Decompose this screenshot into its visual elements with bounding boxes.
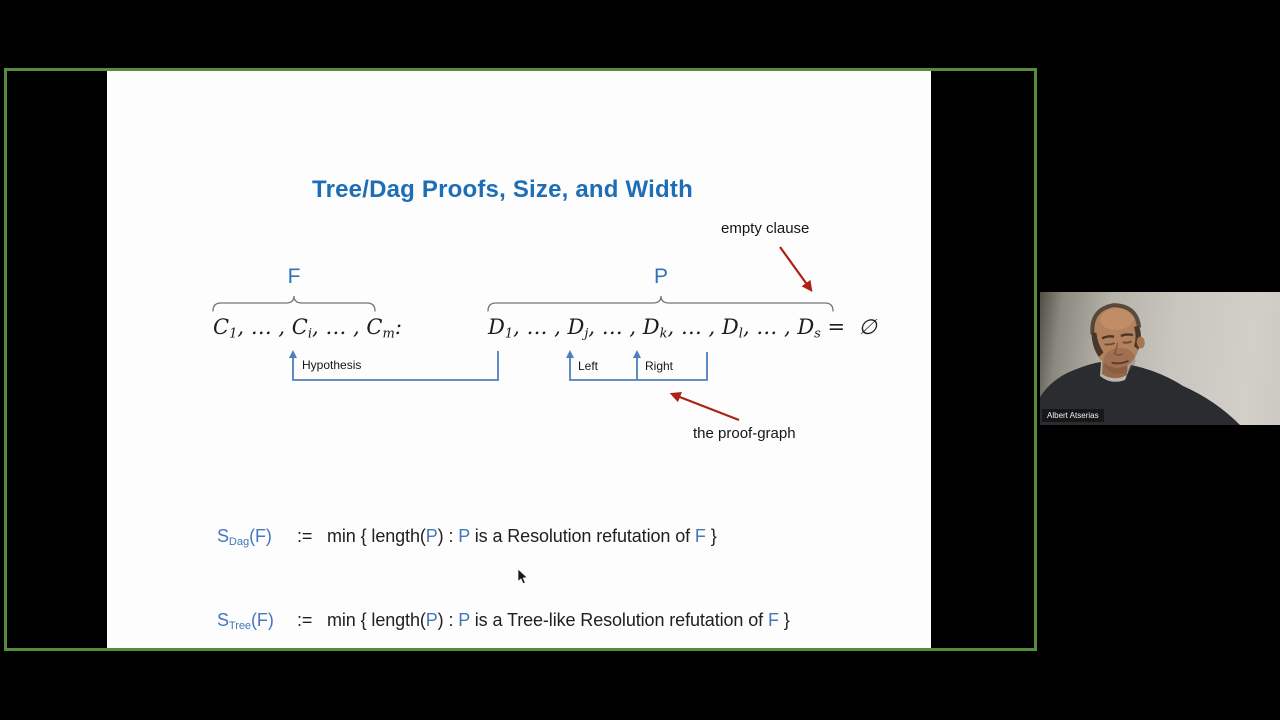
formula-f-label: F xyxy=(287,265,301,288)
presenter-silhouette xyxy=(1040,303,1240,425)
clauses-formula: C1, … , Ci, … , Cm: xyxy=(213,315,402,342)
formula-p-label: P xyxy=(653,265,668,288)
presenter-head xyxy=(1090,303,1145,374)
proof-graph-label: the proof-graph xyxy=(693,425,796,442)
definition-term: SDag(F) xyxy=(217,526,272,549)
presenter-hair xyxy=(1090,303,1142,335)
p-overbrace xyxy=(487,295,834,312)
definition-body: min { length(P) : P is a Tree-like Resol… xyxy=(327,610,790,631)
definition-row-sdag: SDag(F) := min { length(P) : P is a Reso… xyxy=(217,523,814,555)
slide-title: Tree/Dag Proofs, Size, and Width xyxy=(312,176,693,203)
assign-operator: := xyxy=(297,526,313,546)
participant-name-badge: Albert Atserias xyxy=(1042,409,1104,422)
assign-operator: := xyxy=(297,610,313,631)
definition-row-stree: STree(F) := min { length(P) : P is a Tre… xyxy=(217,607,814,639)
f-overbrace xyxy=(212,295,376,312)
hypothesis-label: Hypothesis xyxy=(302,358,362,372)
participant-video-tile[interactable]: Albert Atserias xyxy=(1040,292,1280,425)
definitions: SDag(F) := min { length(P) : P is a Reso… xyxy=(217,471,814,648)
empty-clause-arrow xyxy=(779,246,813,292)
definition-body: min { length(P) : P is a Resolution refu… xyxy=(327,526,717,546)
derivation-formula: D1, … , Dj, … , Dk, … , Dl, … , Ds = ∅ xyxy=(488,315,877,342)
left-label: Left xyxy=(578,359,599,373)
right-label: Right xyxy=(645,359,674,373)
empty-clause-label: empty clause xyxy=(721,220,810,237)
proof-graph-arrow xyxy=(669,391,740,422)
definition-term: STree(F) xyxy=(217,610,274,633)
presentation-slide: Tree/Dag Proofs, Size, and Width F P C1,… xyxy=(107,71,931,648)
screen-share-frame: Tree/Dag Proofs, Size, and Width F P C1,… xyxy=(4,68,1037,651)
